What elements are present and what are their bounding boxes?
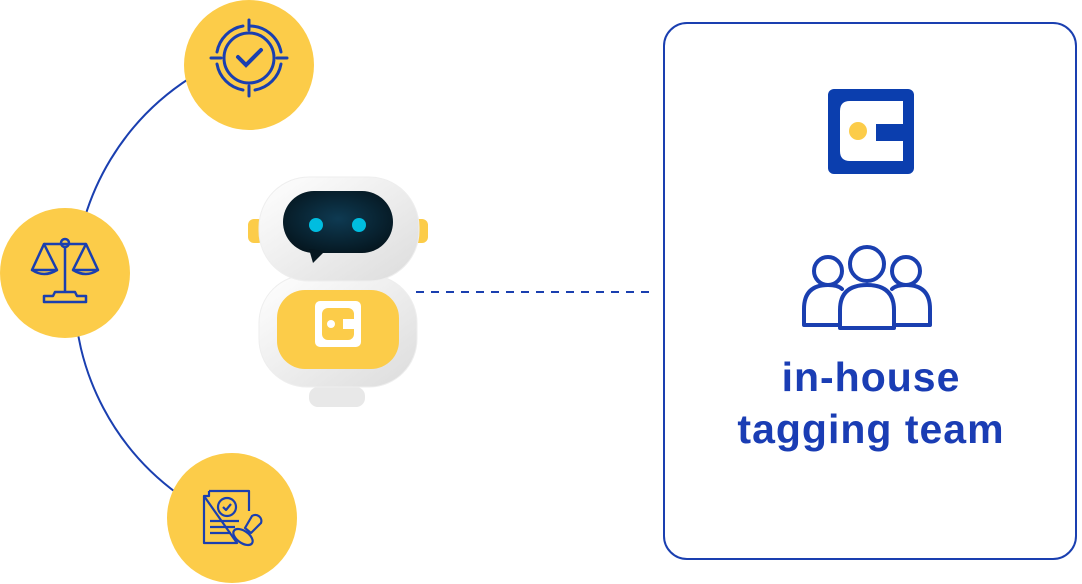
node-target-check xyxy=(184,0,314,130)
in-house-team-panel xyxy=(663,22,1077,560)
node-justice-scale xyxy=(0,208,130,338)
team-people-icon xyxy=(802,245,932,330)
team-label-line2: tagging team xyxy=(737,406,1005,452)
target-check-icon xyxy=(209,18,289,98)
justice-scale-icon xyxy=(30,237,100,304)
robot-assistant-icon xyxy=(248,176,428,407)
node-stamped-document xyxy=(167,453,297,583)
team-label-line1: in-house xyxy=(781,354,961,400)
stamped-document-icon xyxy=(202,489,263,547)
brand-logo-icon xyxy=(828,89,914,174)
robot-assistant xyxy=(245,175,435,415)
